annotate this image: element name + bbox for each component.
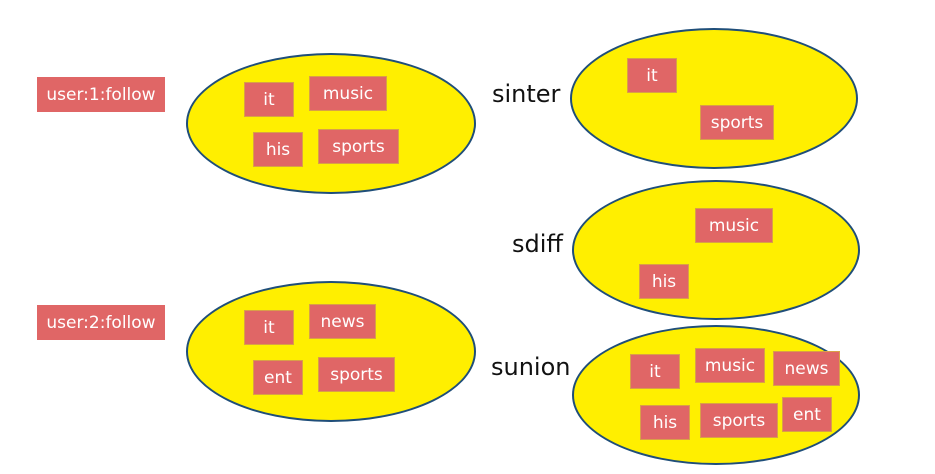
member-music: music: [695, 348, 765, 383]
op-sunion-label: sunion: [491, 353, 571, 381]
set-user-1: [186, 53, 476, 194]
op-sdiff-label: sdiff: [512, 230, 563, 258]
member-news: news: [309, 304, 376, 339]
set-user-2: [186, 281, 476, 422]
key-user-2-follow: user:2:follow: [37, 305, 165, 340]
member-music: music: [309, 76, 387, 111]
member-sports: sports: [318, 129, 399, 164]
member-his: his: [640, 405, 690, 440]
member-it: it: [630, 354, 680, 389]
set-sinter-result: [570, 28, 858, 169]
set-sdiff-result: [572, 180, 860, 320]
member-music: music: [695, 208, 773, 243]
member-ent: ent: [782, 397, 832, 432]
member-it: it: [244, 310, 294, 345]
member-sports: sports: [700, 403, 778, 438]
set-sunion-result: [572, 325, 860, 465]
member-his: his: [639, 264, 689, 299]
member-sports: sports: [700, 105, 774, 140]
member-it: it: [627, 58, 677, 93]
member-ent: ent: [253, 360, 303, 395]
key-user-1-follow: user:1:follow: [37, 77, 165, 112]
member-sports: sports: [318, 357, 395, 392]
member-news: news: [773, 351, 840, 386]
member-it: it: [244, 82, 294, 117]
member-his: his: [253, 132, 303, 167]
op-sinter-label: sinter: [492, 80, 561, 108]
